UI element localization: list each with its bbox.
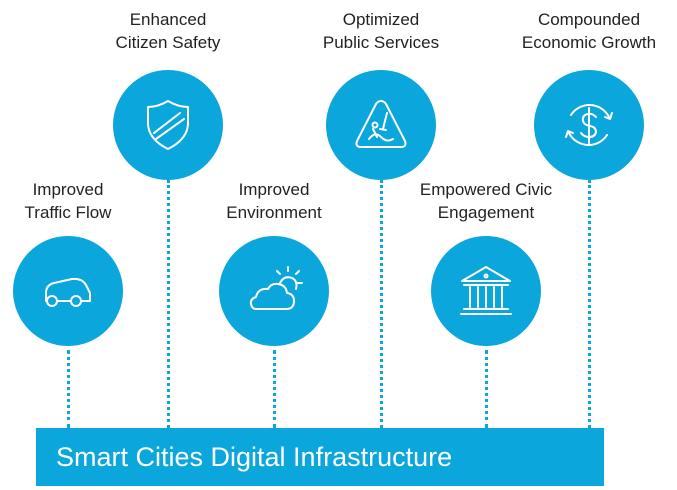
cloud-sun-icon bbox=[249, 266, 303, 310]
dollar-cycle-icon bbox=[565, 104, 613, 146]
connector-engagement bbox=[485, 350, 488, 428]
infrastructure-banner: Smart Cities Digital Infrastructure bbox=[36, 428, 604, 486]
shield-icon bbox=[147, 100, 189, 150]
benefit-circle-services bbox=[326, 70, 436, 180]
car-icon bbox=[45, 277, 91, 307]
benefit-label-services: Optimized Public Services bbox=[322, 10, 440, 52]
connector-economy bbox=[588, 180, 591, 428]
benefit-circle-environment bbox=[219, 236, 329, 346]
benefit-label-traffic: Improved Traffic Flow bbox=[24, 180, 112, 222]
benefit-circle-engagement bbox=[431, 236, 541, 346]
benefit-label-safety: Enhanced Citizen Safety bbox=[115, 10, 221, 52]
benefit-label-engagement: Empowered Civic Engagement bbox=[419, 180, 553, 222]
government-building-icon bbox=[460, 266, 512, 315]
banner-title: Smart Cities Digital Infrastructure bbox=[56, 442, 453, 472]
connector-environment bbox=[273, 350, 276, 428]
connector-safety bbox=[167, 180, 170, 428]
benefit-circle-safety bbox=[113, 70, 223, 180]
benefit-label-economy: Compounded Economic Growth bbox=[521, 10, 657, 52]
benefit-circle-economy bbox=[534, 70, 644, 180]
connector-traffic bbox=[67, 350, 70, 428]
road-work-sign-icon bbox=[355, 100, 407, 148]
connector-services bbox=[380, 180, 383, 428]
benefit-circle-traffic bbox=[13, 236, 123, 346]
benefit-label-environment: Improved Environment bbox=[226, 180, 322, 222]
